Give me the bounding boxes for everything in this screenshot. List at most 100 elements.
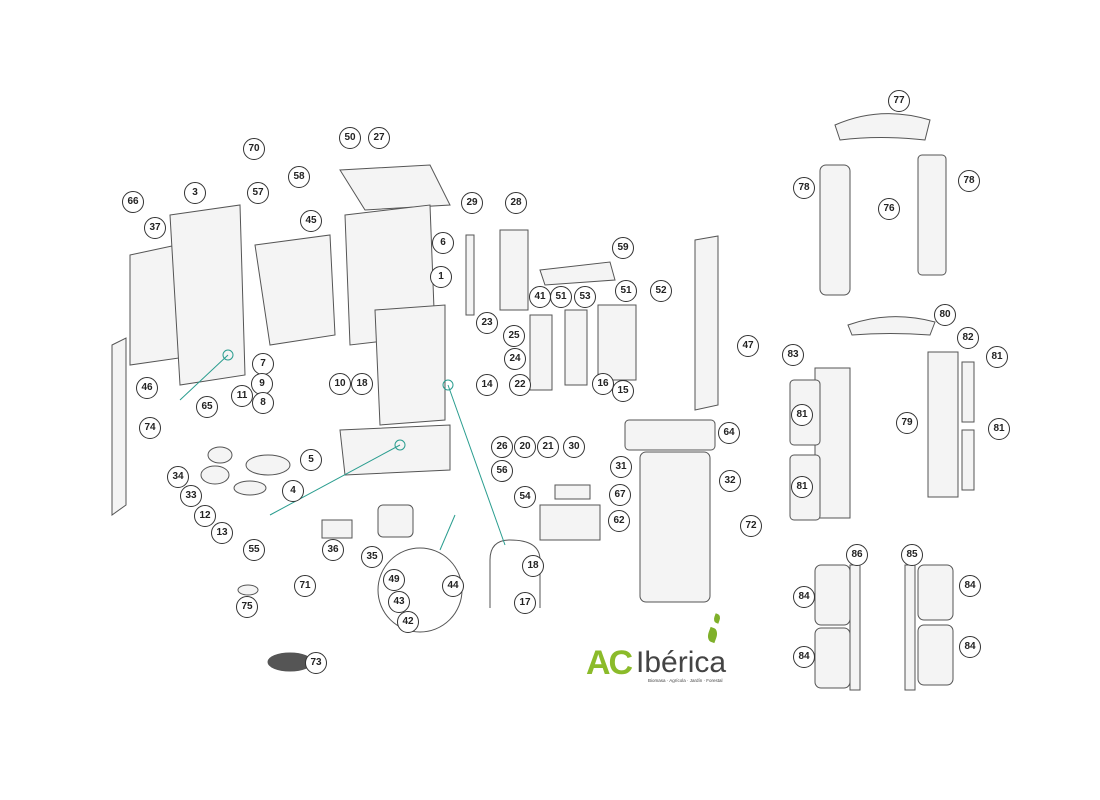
callout: 86	[846, 544, 868, 566]
plate-62	[539, 504, 601, 541]
callout: 10	[329, 373, 351, 395]
motor-35	[377, 504, 414, 538]
panel-81c	[961, 361, 975, 423]
base-5	[339, 424, 451, 476]
panel-84c	[917, 564, 954, 621]
top-plate-27	[339, 164, 451, 211]
callout: 84	[959, 636, 981, 658]
callout: 21	[537, 436, 559, 458]
callout: 18	[351, 373, 373, 395]
gasket-12	[233, 480, 267, 496]
callout: 47	[737, 335, 759, 357]
back-panel-3	[169, 204, 246, 386]
callout: 74	[139, 417, 161, 439]
panel-84a	[814, 564, 851, 626]
callout: 67	[609, 484, 631, 506]
leader-lines	[179, 349, 506, 551]
hopper-45	[254, 234, 336, 346]
callout: 81	[988, 418, 1010, 440]
callout: 79	[896, 412, 918, 434]
callout: 35	[361, 546, 383, 568]
callout: 17	[514, 592, 536, 614]
callout: 64	[718, 422, 740, 444]
callout: 72	[740, 515, 762, 537]
frame-86	[849, 564, 861, 691]
grille-64	[624, 419, 716, 451]
callout: 71	[294, 575, 316, 597]
callout: 53	[574, 286, 596, 308]
grille-41	[529, 314, 553, 391]
aciberica-logo: AC Ibérica Biomasa · Agrícola · Jardín ·…	[586, 613, 756, 690]
callout: 24	[504, 348, 526, 370]
callout: 34	[167, 466, 189, 488]
callout: 18	[522, 555, 544, 577]
callout: 33	[180, 485, 202, 507]
callout: 43	[388, 591, 410, 613]
callout: 81	[791, 404, 813, 426]
callout: 54	[514, 486, 536, 508]
callout: 58	[288, 166, 310, 188]
panel-84b	[814, 627, 851, 689]
callout: 14	[476, 374, 498, 396]
logo-ac: AC	[586, 644, 633, 682]
callout: 77	[888, 90, 910, 112]
callout: 3	[184, 182, 206, 204]
callout: 28	[505, 192, 527, 214]
callout: 75	[236, 596, 258, 618]
callout: 16	[592, 373, 614, 395]
callout: 51	[550, 286, 572, 308]
callout: 84	[793, 646, 815, 668]
side-78-left	[819, 164, 851, 296]
pipe-33	[200, 465, 230, 485]
callout: 32	[719, 470, 741, 492]
left-side-panel	[111, 337, 127, 516]
grille-53	[564, 309, 588, 386]
callout: 27	[368, 127, 390, 149]
cover-59	[539, 261, 616, 286]
callout: 57	[247, 182, 269, 204]
callout: 20	[514, 436, 536, 458]
callout: 36	[322, 539, 344, 561]
callout: 42	[397, 611, 419, 633]
pipe-34	[207, 446, 233, 464]
callout: 15	[612, 380, 634, 402]
callout: 7	[252, 353, 274, 375]
callout: 22	[509, 374, 531, 396]
callout: 55	[243, 539, 265, 561]
callout: 83	[782, 344, 804, 366]
callout: 29	[461, 192, 483, 214]
callout: 30	[563, 436, 585, 458]
side-78-right	[917, 154, 947, 276]
panel-84d	[917, 624, 954, 686]
callout: 8	[252, 392, 274, 414]
top-80	[847, 316, 936, 336]
frame-83	[814, 367, 851, 519]
frame-85	[904, 564, 916, 691]
callout: 45	[300, 210, 322, 232]
callout: 31	[610, 456, 632, 478]
callout: 66	[122, 191, 144, 213]
grille-51	[597, 304, 637, 381]
callout: 81	[986, 346, 1008, 368]
module-36	[321, 519, 353, 539]
callout: 37	[144, 217, 166, 239]
callout: 56	[491, 460, 513, 482]
logo-iberica: Ibérica	[636, 646, 727, 679]
bracket-67	[554, 484, 591, 500]
callout: 44	[442, 575, 464, 597]
side-panel-47	[694, 235, 719, 411]
door-32	[639, 451, 711, 603]
callout: 51	[615, 280, 637, 302]
callout: 80	[934, 304, 956, 326]
panel-28	[499, 229, 529, 311]
callout: 9	[251, 373, 273, 395]
ring-75	[237, 584, 259, 596]
callout: 50	[339, 127, 361, 149]
callout: 13	[211, 522, 233, 544]
callout: 49	[383, 569, 405, 591]
callout: 6	[432, 232, 454, 254]
callout: 84	[793, 586, 815, 608]
callout: 65	[196, 396, 218, 418]
callout: 85	[901, 544, 923, 566]
